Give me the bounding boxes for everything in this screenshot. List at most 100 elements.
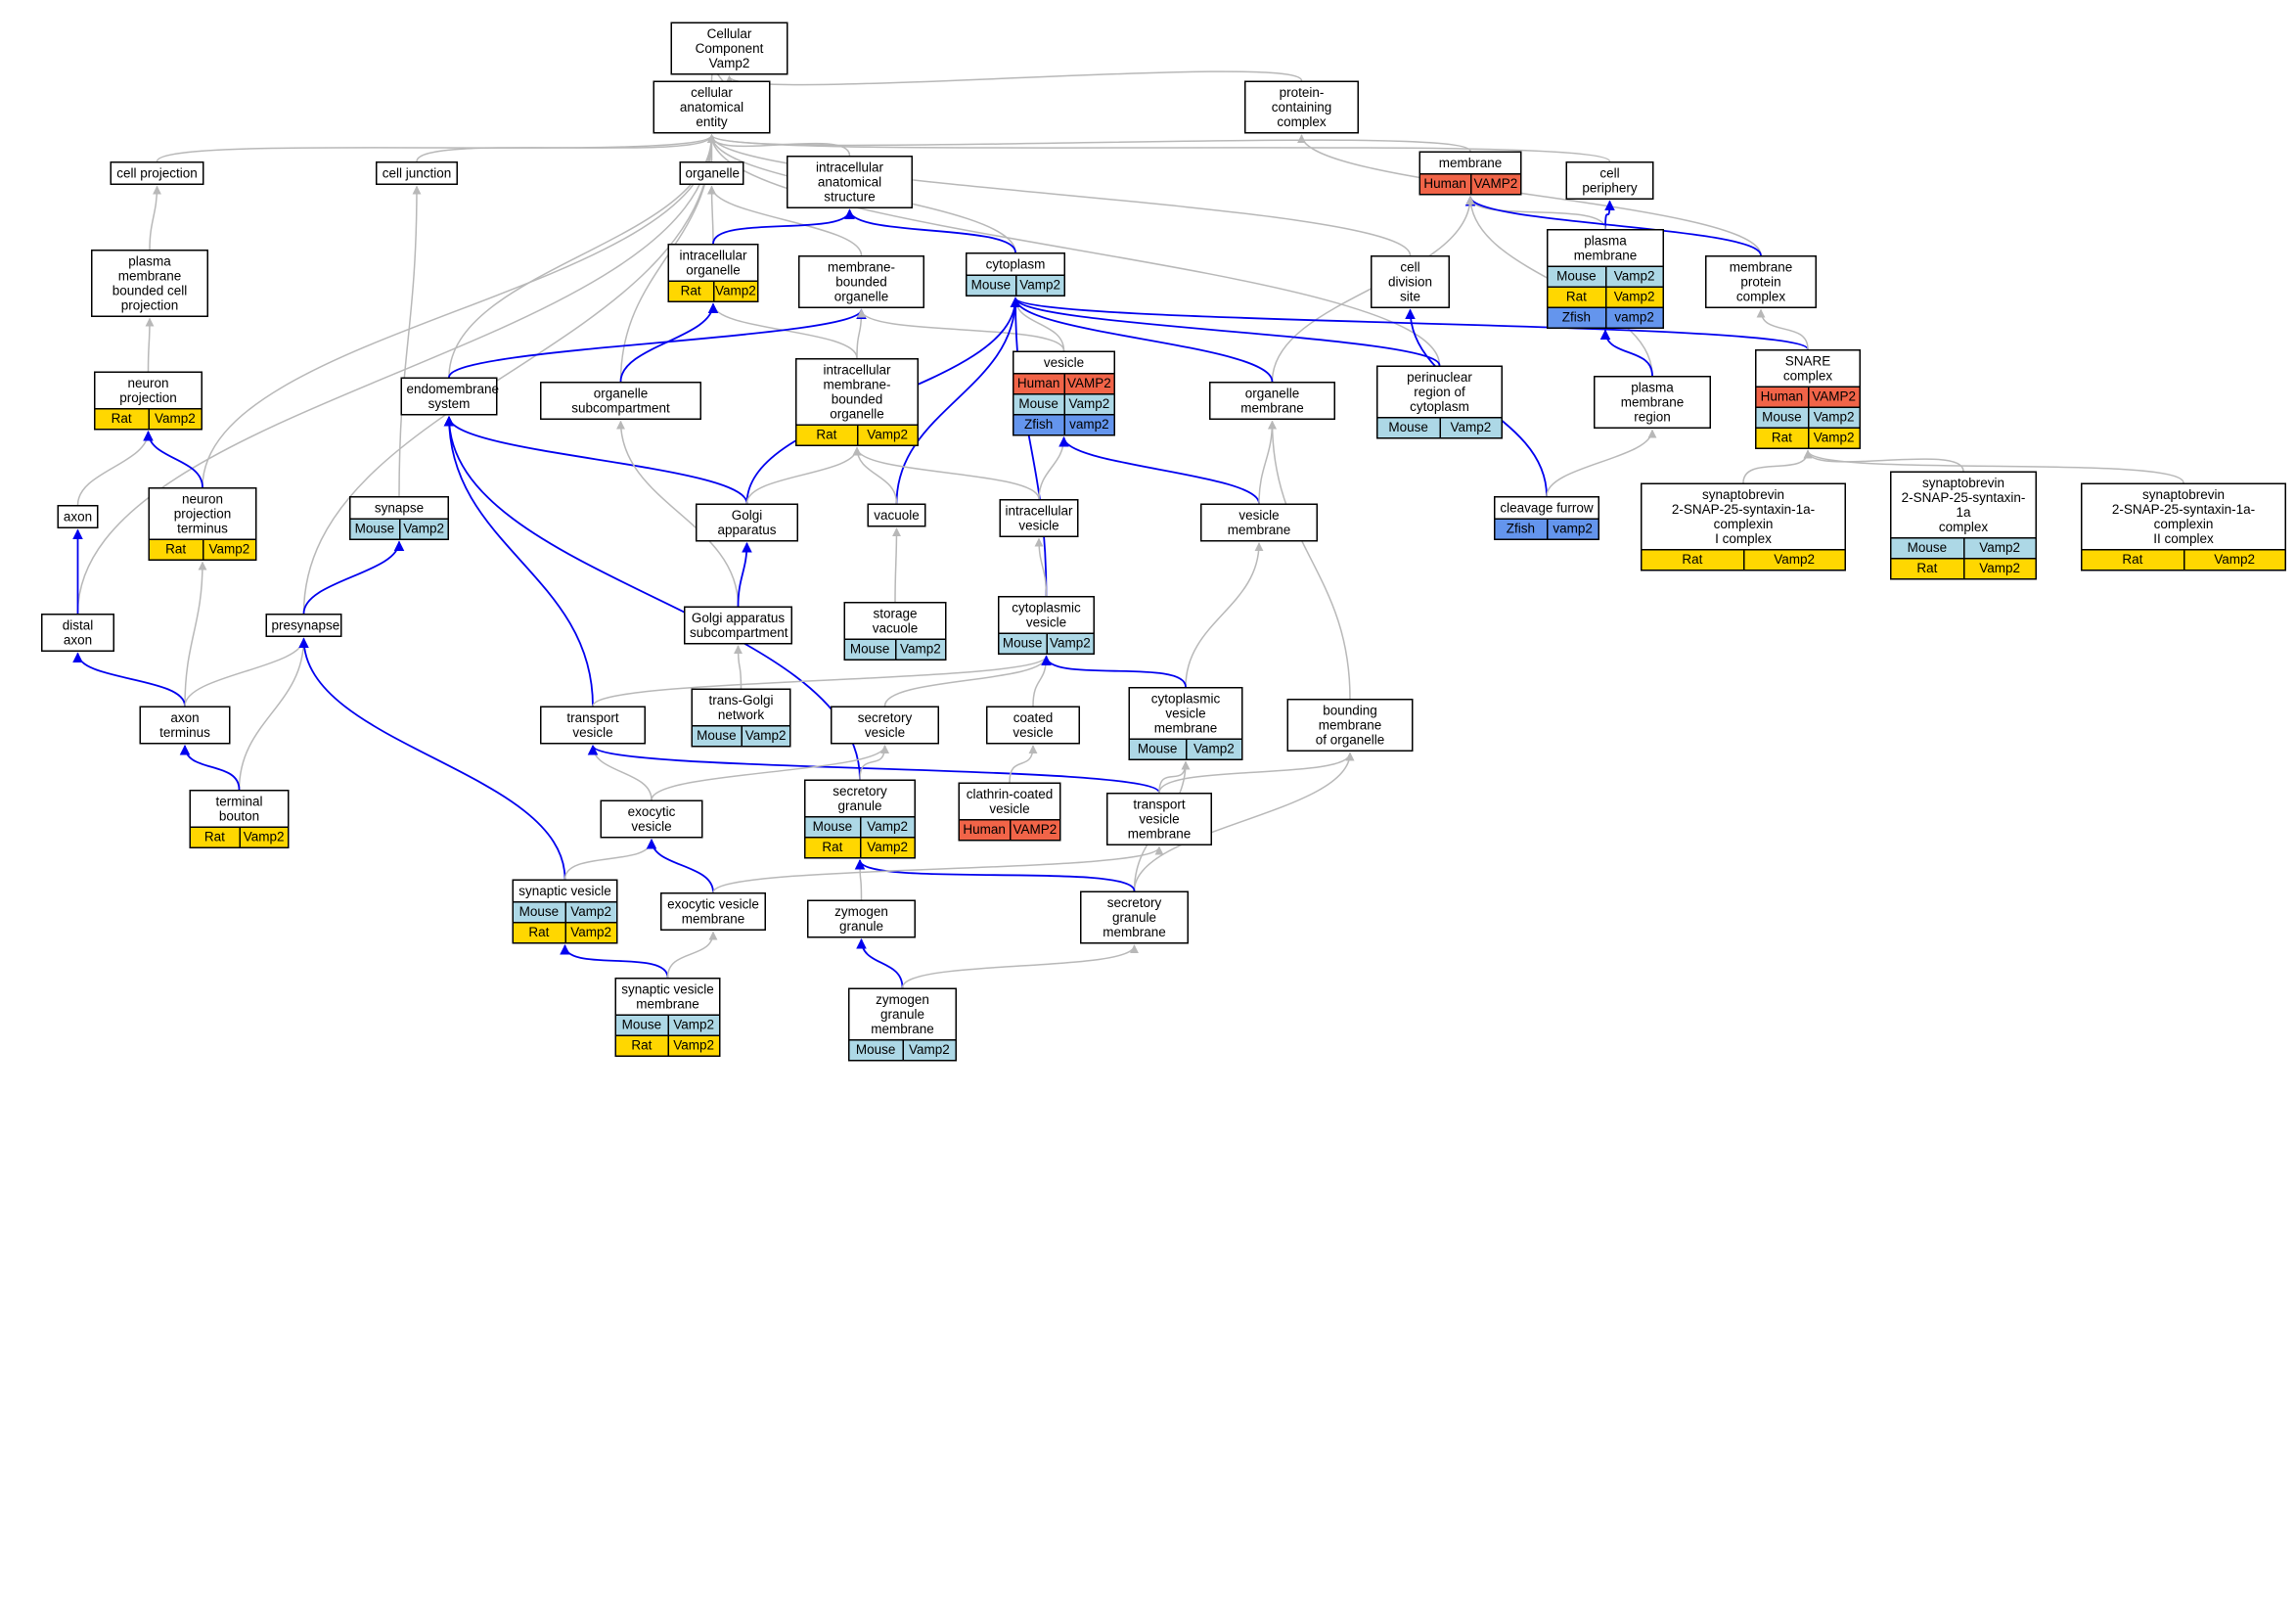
node-secretory-ves[interactable]: secretory vesicle xyxy=(831,706,939,745)
node-label: intracellular anatomical structure xyxy=(815,160,884,205)
node-sn2[interactable]: synaptobrevin 2-SNAP-25-syntaxin-1a comp… xyxy=(1890,471,2037,580)
edge-svm-to-evm xyxy=(666,931,718,979)
node-label: vacuole xyxy=(874,508,920,523)
node-axon[interactable]: axon xyxy=(57,505,99,528)
node-imbo[interactable]: intracellular membrane-bounded organelle… xyxy=(795,358,919,446)
node-sn3[interactable]: synaptobrevin 2-SNAP-25-syntaxin-1a-comp… xyxy=(2081,482,2286,571)
node-vacuole[interactable]: vacuole xyxy=(867,503,926,527)
edge-cds-to-cae xyxy=(707,134,1412,256)
node-cell-junc[interactable]: cell junction xyxy=(376,161,458,185)
node-label: secretory vesicle xyxy=(857,710,913,740)
species-cell: Mouse xyxy=(697,728,737,743)
node-org-mem[interactable]: organelle membrane xyxy=(1209,382,1335,420)
edge-presynapse-to-synapse xyxy=(302,540,405,615)
node-iv[interactable]: intracellular vesicle xyxy=(999,499,1079,537)
edge-cvm-to-ves_mem xyxy=(1185,542,1264,688)
node-label: cellular anatomical entity xyxy=(679,85,744,129)
edge-mpc-to-membrane xyxy=(1464,195,1762,256)
node-exocytic-ves[interactable]: exocytic vesicle xyxy=(600,799,703,839)
node-pcc[interactable]: protein-containing complex xyxy=(1244,80,1359,134)
edge-sn3-to-snare xyxy=(1803,449,2184,483)
node-cell-periph[interactable]: cell periphery xyxy=(1565,161,1654,200)
node-ves-mem[interactable]: vesicle membrane xyxy=(1200,503,1318,542)
node-coated-ves[interactable]: coated vesicle xyxy=(986,706,1080,745)
node-organelle[interactable]: organelle xyxy=(679,161,744,185)
species-annotation-row: Rat Vamp2 xyxy=(191,826,288,847)
gene-cell: Vamp2 xyxy=(1014,276,1063,296)
edge-evm-to-tvm xyxy=(712,845,1164,893)
node-tvm[interactable]: transport vesicle membrane xyxy=(1106,793,1212,845)
node-label: synaptobrevin 2-SNAP-25-syntaxin-1a-comp… xyxy=(2111,487,2256,546)
node-sgm[interactable]: secretory granule membrane xyxy=(1080,890,1189,944)
node-distal-axon[interactable]: distal axon xyxy=(41,614,114,652)
species-cell: Rat xyxy=(528,925,550,939)
gene-cell: Vamp2 xyxy=(563,902,616,922)
node-label: intracellular vesicle xyxy=(1005,503,1073,533)
node-mbo[interactable]: membrane-bounded organelle xyxy=(798,255,924,308)
node-cds[interactable]: cell division site xyxy=(1371,255,1450,308)
node-transport-ves[interactable]: transport vesicle xyxy=(540,706,646,745)
node-label: exocytic vesicle membrane xyxy=(667,896,759,927)
gene-cell: Vamp2 xyxy=(238,828,288,847)
gene-cell: Vamp2 xyxy=(859,838,914,857)
node-label: plasma membrane region xyxy=(1620,380,1685,425)
edge-sn1-to-snare xyxy=(1742,449,1813,483)
node-presynapse[interactable]: presynapse xyxy=(265,614,342,637)
species-cell: Human xyxy=(1760,388,1804,404)
node-bmo[interactable]: bounding membrane of organelle xyxy=(1286,699,1414,752)
edge-npt-to-cae xyxy=(202,134,716,488)
gene-cell: VAMP2 xyxy=(1062,374,1114,393)
species-cell: Mouse xyxy=(855,1042,896,1057)
edge-iv-to-vesicle xyxy=(1038,436,1068,500)
edge-sn2-to-snare xyxy=(1803,449,1964,472)
node-endomem[interactable]: endomembrane system xyxy=(400,377,499,416)
edge-transport_ves-to-cyto_ves xyxy=(592,655,1051,707)
node-label: synaptobrevin 2-SNAP-25-syntaxin-1a comp… xyxy=(1901,476,2026,534)
node-cell-proj[interactable]: cell projection xyxy=(110,161,204,185)
species-cell: Mouse xyxy=(1762,409,1802,425)
species-cell: Rat xyxy=(203,829,225,844)
node-cc-root[interactable]: Cellular Component Vamp2 xyxy=(670,22,788,75)
node-axon-term[interactable]: axon terminus xyxy=(139,706,231,745)
node-ias[interactable]: intracellular anatomical structure xyxy=(787,156,913,208)
node-org-subcomp[interactable]: organelle subcompartment xyxy=(540,382,701,420)
node-golgi[interactable]: Golgi apparatus xyxy=(696,503,798,542)
node-cae[interactable]: cellular anatomical entity xyxy=(653,80,771,134)
node-gas[interactable]: Golgi apparatus subcompartment xyxy=(684,606,792,645)
node-zymogen[interactable]: zymogen granule xyxy=(807,899,916,938)
node-pmbcp[interactable]: plasma membrane bounded cell projection xyxy=(91,250,208,317)
node-pm-region[interactable]: plasma membrane region xyxy=(1594,376,1711,429)
node-evm[interactable]: exocytic vesicle membrane xyxy=(660,892,766,931)
node-mpc[interactable]: membrane protein complex xyxy=(1705,255,1817,308)
node-label: neuron projection xyxy=(119,376,177,405)
node-sn1[interactable]: synaptobrevin 2-SNAP-25-syntaxin-1a-comp… xyxy=(1641,482,1846,571)
